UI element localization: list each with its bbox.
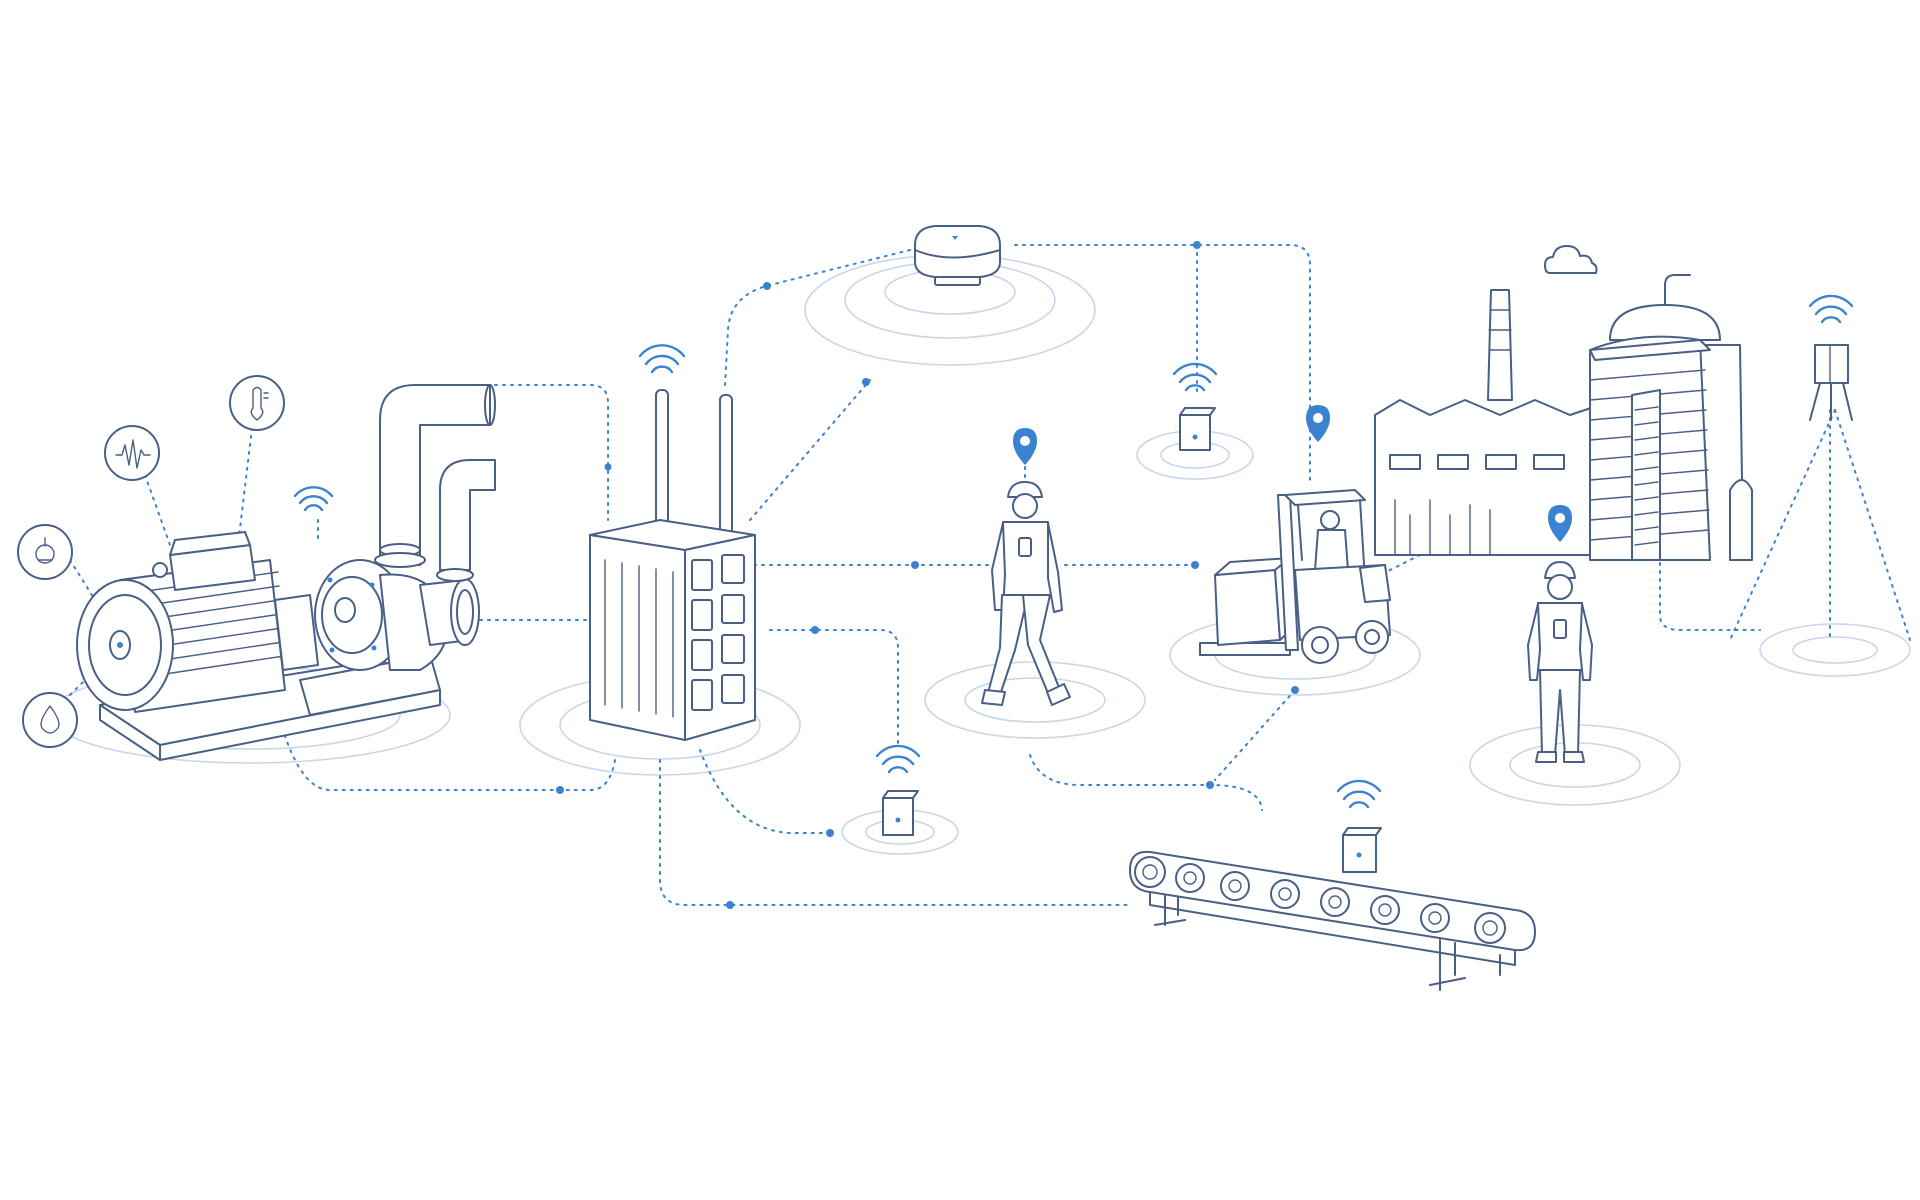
sensor-node — [1172, 362, 1218, 451]
sensor-node — [875, 744, 921, 836]
pole-mounted-sensor — [1808, 294, 1854, 421]
forklift — [1199, 405, 1391, 664]
network-connections — [69, 241, 1911, 909]
wifi-icon — [638, 344, 686, 374]
humidity-gauge-icon — [17, 524, 73, 580]
location-pin-icon — [1548, 505, 1572, 542]
water-drop-icon — [22, 692, 78, 748]
factory-building — [1374, 245, 1601, 556]
temperature-icon — [229, 375, 285, 431]
motor-pump-assembly — [76, 384, 496, 761]
walking-worker — [981, 428, 1071, 706]
ceiling-access-point — [914, 225, 1001, 286]
storage-silo — [1589, 274, 1753, 561]
standing-worker — [1527, 505, 1593, 763]
cloud-icon — [1544, 245, 1598, 274]
edge-gateway — [589, 344, 756, 741]
vibration-icon — [104, 425, 160, 481]
location-pin-icon — [1013, 428, 1037, 465]
sensor-node — [1336, 779, 1382, 873]
location-pin-icon — [1306, 405, 1330, 442]
wifi-icon — [293, 486, 334, 512]
conveyor-belt — [1129, 850, 1536, 991]
